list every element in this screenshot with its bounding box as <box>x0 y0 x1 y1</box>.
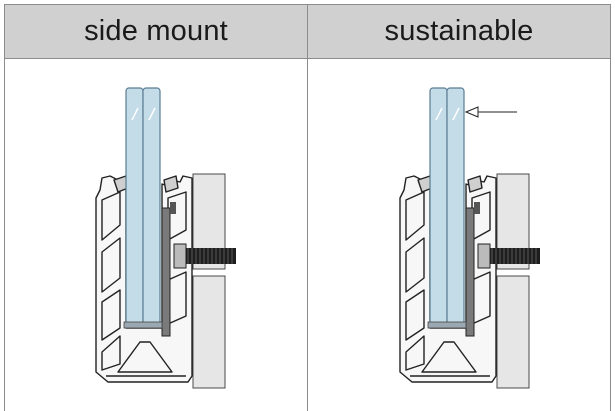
column-divider <box>307 59 308 411</box>
table-header: side mount sustainable <box>4 4 611 59</box>
pointer-arrow-icon <box>464 106 517 118</box>
header-side-mount: side mount <box>84 15 228 47</box>
wall-plate <box>496 173 530 389</box>
sustainable-section <box>399 87 540 389</box>
gasket <box>161 202 176 337</box>
wall-plate <box>192 173 226 389</box>
header-sustainable: sustainable <box>307 5 610 58</box>
right-border <box>610 59 611 411</box>
left-border <box>4 59 5 411</box>
bolt <box>173 243 236 269</box>
glass-panel <box>123 87 163 329</box>
gasket <box>465 202 480 337</box>
bolt <box>477 243 540 269</box>
glass-panel <box>427 87 467 329</box>
side-mount-section <box>95 87 236 389</box>
